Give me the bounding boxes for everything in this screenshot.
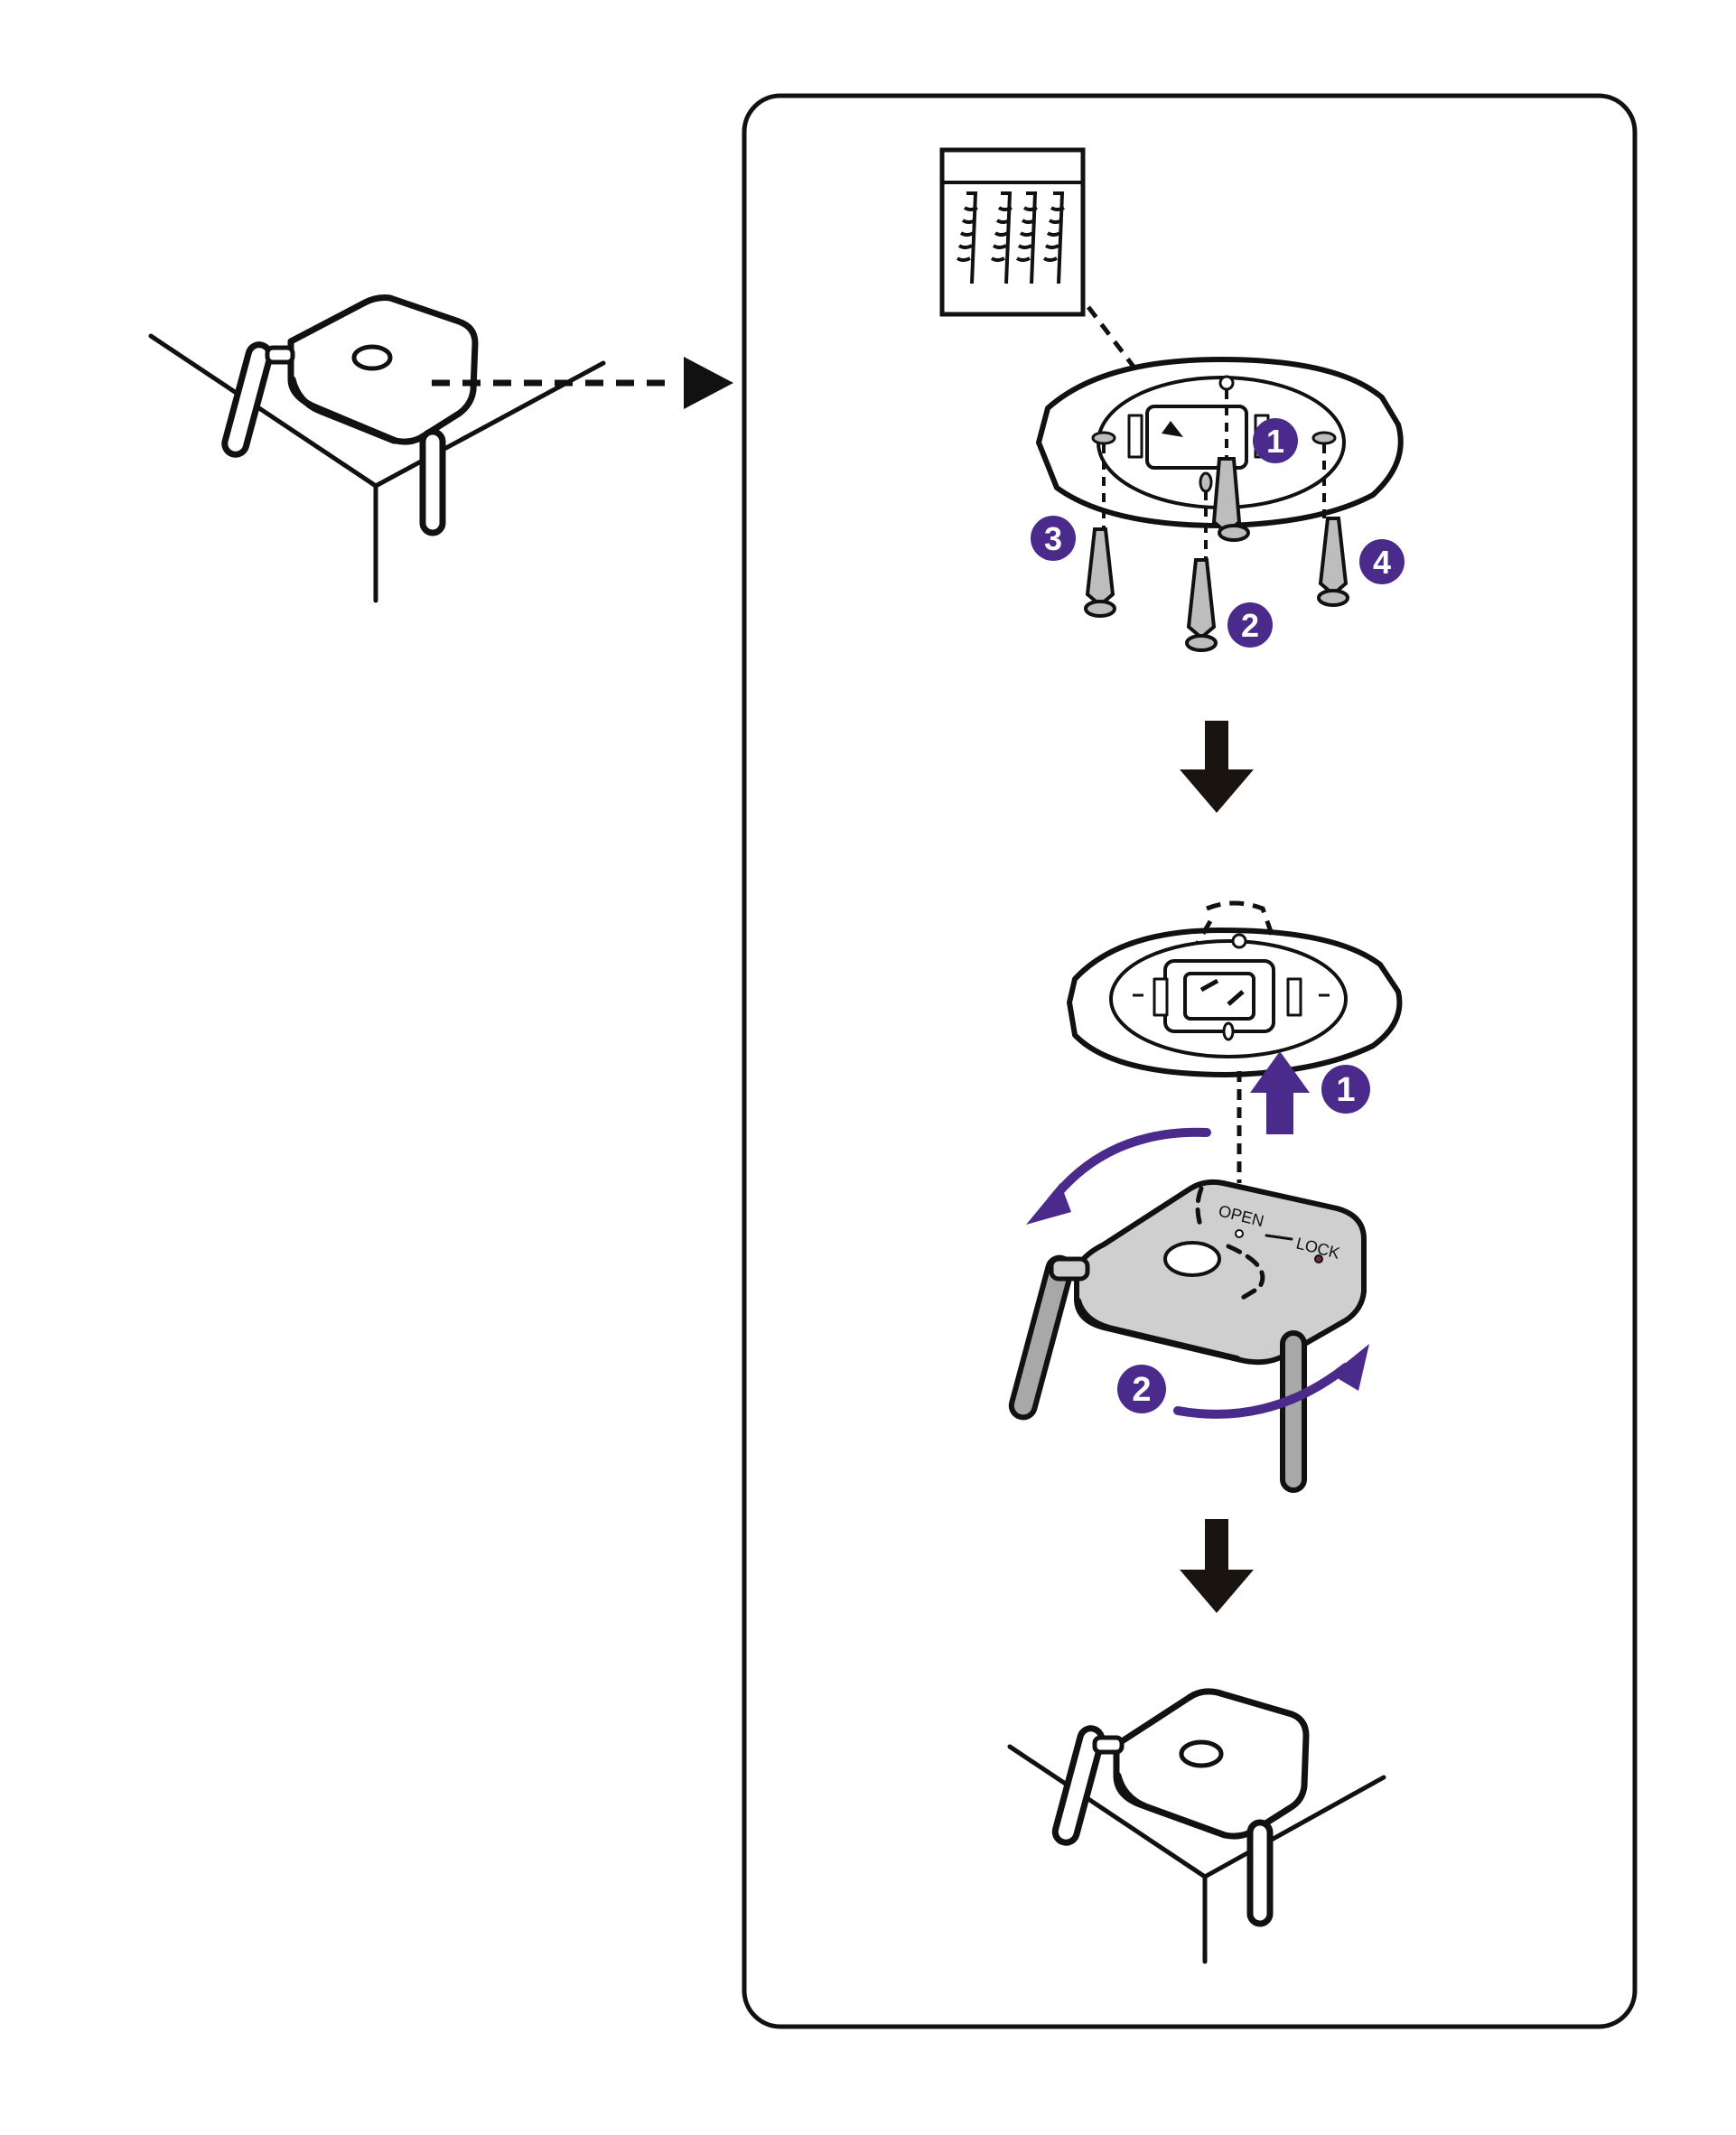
rotate-arrow-icon bbox=[1173, 1344, 1369, 1419]
device-step2 bbox=[1008, 1179, 1367, 1493]
down-arrow-icon bbox=[1180, 721, 1254, 813]
svg-text:2: 2 bbox=[1132, 1371, 1151, 1409]
svg-text:1: 1 bbox=[1266, 423, 1284, 460]
screw-icon bbox=[1185, 558, 1218, 652]
screw-pack-icon bbox=[939, 147, 1086, 317]
ceiling-corner-final bbox=[1007, 1744, 1386, 1964]
badge-3: 3 bbox=[1031, 516, 1076, 561]
device-overview bbox=[221, 294, 479, 536]
up-arrow-icon bbox=[1250, 1051, 1310, 1134]
svg-text:4: 4 bbox=[1373, 544, 1391, 581]
screw-icon bbox=[1317, 517, 1349, 607]
badge-1: 1 bbox=[1253, 418, 1298, 463]
mounting-bracket-step2 bbox=[1067, 928, 1403, 1077]
svg-text:1: 1 bbox=[1336, 1071, 1355, 1109]
svg-text:3: 3 bbox=[1044, 520, 1062, 557]
device-final bbox=[1051, 1688, 1310, 1927]
lift-badge: 1 bbox=[1321, 1065, 1370, 1114]
rotate-arrow-icon bbox=[1026, 1127, 1211, 1225]
screw-icon bbox=[1084, 527, 1116, 618]
badge-4: 4 bbox=[1359, 539, 1405, 584]
right-arrow-icon bbox=[432, 357, 733, 409]
mounting-bracket-step1 bbox=[1036, 357, 1404, 528]
down-arrow-icon bbox=[1180, 1519, 1254, 1613]
badge-2: 2 bbox=[1227, 602, 1273, 648]
svg-text:2: 2 bbox=[1241, 607, 1259, 644]
rotate-badge: 2 bbox=[1117, 1365, 1166, 1413]
screw-icon bbox=[1211, 457, 1250, 542]
